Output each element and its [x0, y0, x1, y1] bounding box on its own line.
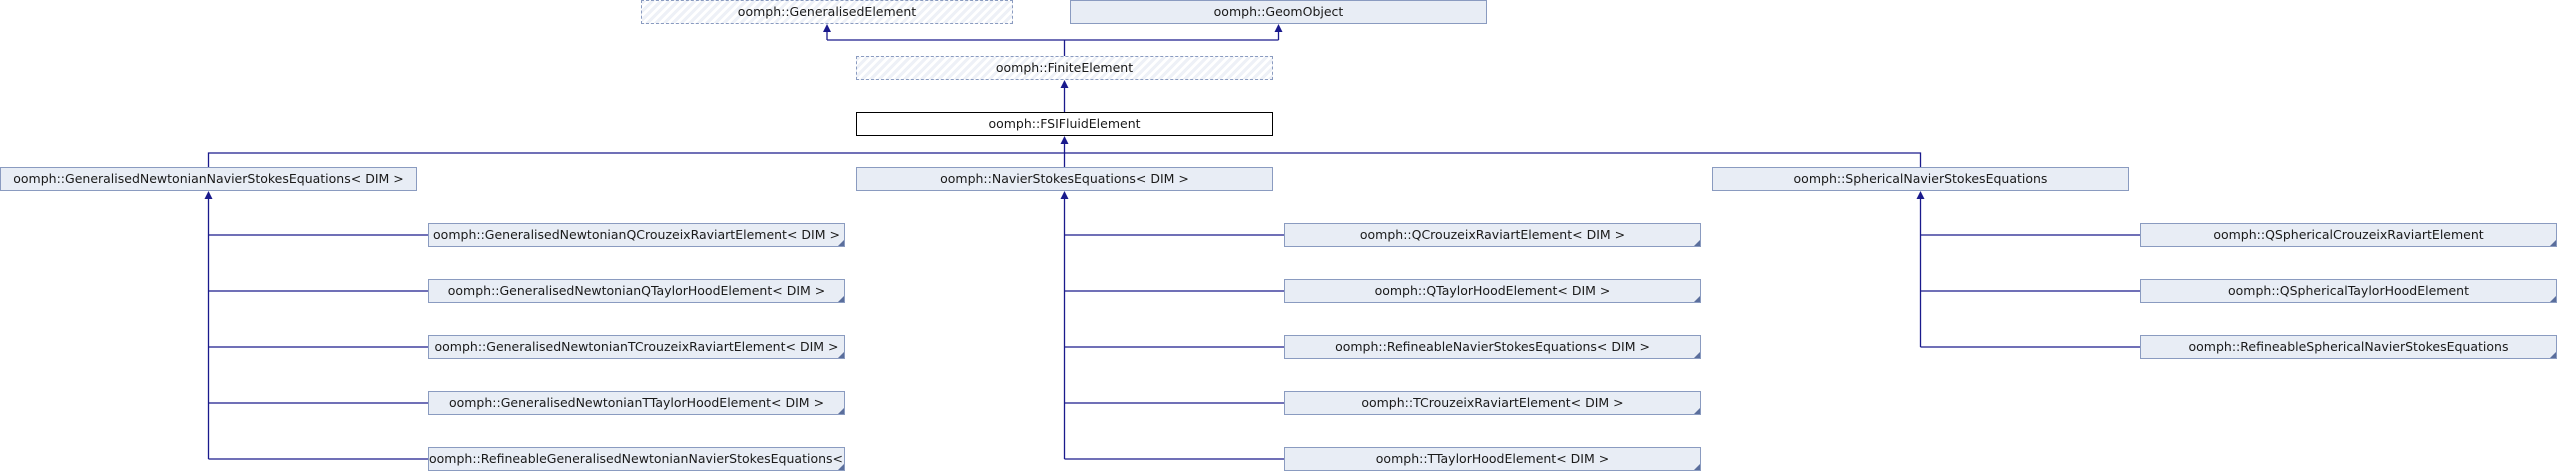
- node-refineable-spherical-navier-stokes-equations[interactable]: oomph::RefineableSphericalNavierStokesEq…: [2140, 335, 2557, 359]
- node-navier-stokes-equations[interactable]: oomph::NavierStokesEquations< DIM >: [856, 167, 1273, 191]
- node-spherical-navier-stokes-equations[interactable]: oomph::SphericalNavierStokesEquations: [1712, 167, 2129, 191]
- arrow-generalised-element: [823, 24, 831, 32]
- arrow-fsi-fluid-element: [1060, 136, 1069, 144]
- edge-finite-to-parents: [826, 32, 1280, 56]
- edge-group-spherical: [1919, 199, 2140, 348]
- node-generalised-newtonian-q-taylor-hood-element[interactable]: oomph::GeneralisedNewtonianQTaylorHoodEl…: [428, 279, 845, 303]
- edge-group-generalised-newtonian: [207, 199, 428, 460]
- edge-group-navier-stokes: [1063, 199, 1284, 460]
- node-q-taylor-hood-element[interactable]: oomph::QTaylorHoodElement< DIM >: [1284, 279, 1701, 303]
- node-generalised-newtonian-t-crouzeix-raviart-element[interactable]: oomph::GeneralisedNewtonianTCrouzeixRavi…: [428, 335, 845, 359]
- edge-group-navier-stokes-arrow: [1060, 191, 1069, 199]
- arrow-finite-element: [1060, 80, 1069, 88]
- node-q-crouzeix-raviart-element[interactable]: oomph::QCrouzeixRaviartElement< DIM >: [1284, 223, 1701, 247]
- edge-group-generalised-newtonian-arrow: [204, 191, 213, 199]
- node-fsi-fluid-element[interactable]: oomph::FSIFluidElement: [856, 112, 1273, 136]
- edge-row4-to-fsi: [207, 144, 1922, 167]
- node-t-crouzeix-raviart-element[interactable]: oomph::TCrouzeixRaviartElement< DIM >: [1284, 391, 1701, 415]
- arrow-geom-object: [1274, 24, 1283, 32]
- node-finite-element[interactable]: oomph::FiniteElement: [856, 56, 1273, 80]
- node-generalised-newtonian-navier-stokes-equations[interactable]: oomph::GeneralisedNewtonianNavierStokesE…: [0, 167, 417, 191]
- node-refineable-navier-stokes-equations[interactable]: oomph::RefineableNavierStokesEquations< …: [1284, 335, 1701, 359]
- node-generalised-element[interactable]: oomph::GeneralisedElement: [641, 0, 1013, 24]
- node-refineable-generalised-newtonian-navier-stokes-equations[interactable]: oomph::RefineableGeneralisedNewtonianNav…: [428, 447, 845, 471]
- edge-group-spherical-arrow: [1916, 191, 1925, 199]
- node-geom-object[interactable]: oomph::GeomObject: [1070, 0, 1487, 24]
- node-q-spherical-crouzeix-raviart-element[interactable]: oomph::QSphericalCrouzeixRaviartElement: [2140, 223, 2557, 247]
- node-generalised-newtonian-q-crouzeix-raviart-element[interactable]: oomph::GeneralisedNewtonianQCrouzeixRavi…: [428, 223, 845, 247]
- node-generalised-newtonian-t-taylor-hood-element[interactable]: oomph::GeneralisedNewtonianTTaylorHoodEl…: [428, 391, 845, 415]
- node-q-spherical-taylor-hood-element[interactable]: oomph::QSphericalTaylorHoodElement: [2140, 279, 2557, 303]
- node-t-taylor-hood-element[interactable]: oomph::TTaylorHoodElement< DIM >: [1284, 447, 1701, 471]
